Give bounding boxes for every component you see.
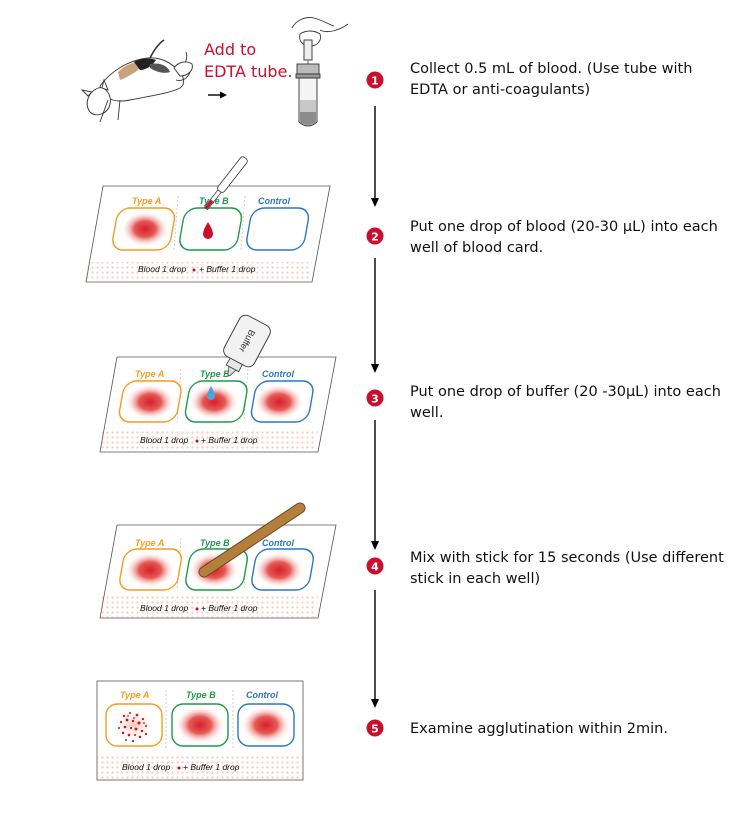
card5-footer-blood: Blood 1 drop [122, 762, 170, 772]
agglutination-clumps [118, 712, 148, 743]
step-5-text: Examine agglutination within 2min. [410, 721, 668, 737]
card3-footer-blood: Blood 1 drop [140, 435, 188, 445]
add-to-label: Add to [204, 40, 256, 59]
step-badge-3: 3 [366, 389, 384, 407]
card5-footer-buffer: + Buffer 1 drop [183, 762, 240, 772]
svg-text:5: 5 [371, 723, 379, 736]
card2-pipette [203, 156, 248, 211]
svg-text:3: 3 [371, 393, 379, 406]
step-3-text: Put one drop of buffer (20 -30µL) into e… [410, 384, 721, 421]
card4-footer-blood: Blood 1 drop [140, 603, 188, 613]
timeline-arrows [371, 106, 379, 708]
blood-card-step-5: Type A Type B Control Blood 1 drop + Buf… [96, 680, 304, 781]
blood-card-step-4: Type A Type B Control Blood 1 drop + Buf… [99, 502, 337, 619]
cat-illustration [80, 39, 193, 123]
card2-footer-blood: Blood 1 drop [138, 264, 186, 274]
blood-card-step-3: Type A Type B Control Buffer Blood 1 dro… [99, 314, 337, 453]
card3-type-b-label: Type B [200, 369, 230, 379]
step-1-text: Collect 0.5 mL of blood. (Use tube with … [410, 61, 693, 98]
step-badge-2: 2 [366, 227, 384, 245]
step-4-text: Mix with stick for 15 seconds (Use diffe… [410, 550, 724, 587]
card4-footer-buffer: + Buffer 1 drop [201, 603, 258, 613]
step-badge-1: 1 [366, 71, 384, 89]
card4-type-b-label: Type B [200, 538, 230, 548]
card4-control-label: Control [262, 538, 294, 548]
card5-control-label: Control [246, 690, 278, 700]
card2-footer-buffer: + Buffer 1 drop [199, 264, 256, 274]
svg-text:2: 2 [371, 231, 379, 244]
card3-type-a-label: Type A [135, 369, 164, 379]
card2-type-a-label: Type A [132, 196, 161, 206]
svg-text:1: 1 [371, 75, 379, 88]
card2-control-label: Control [258, 196, 290, 206]
step-badge-5: 5 [366, 719, 384, 737]
edta-tube-illustration [291, 17, 349, 127]
step-badge-4: 4 [366, 557, 384, 575]
svg-text:4: 4 [371, 561, 379, 574]
card4-type-a-label: Type A [135, 538, 164, 548]
card5-type-b-label: Type B [186, 690, 216, 700]
step-2-text: Put one drop of blood (20-30 µL) into ea… [410, 219, 718, 256]
arrow-to-tube [208, 91, 227, 99]
edta-tube-label: EDTA tube. [204, 62, 293, 81]
card3-control-label: Control [262, 369, 294, 379]
buffer-bottle: Buffer [223, 314, 271, 377]
card2-well-control [246, 207, 310, 251]
card5-type-a-label: Type A [120, 690, 149, 700]
card3-footer-buffer: + Buffer 1 drop [201, 435, 258, 445]
blood-card-step-2: Type A Type B Control Blood 1 drop + Buf… [85, 156, 331, 283]
mixing-stick [198, 502, 306, 578]
